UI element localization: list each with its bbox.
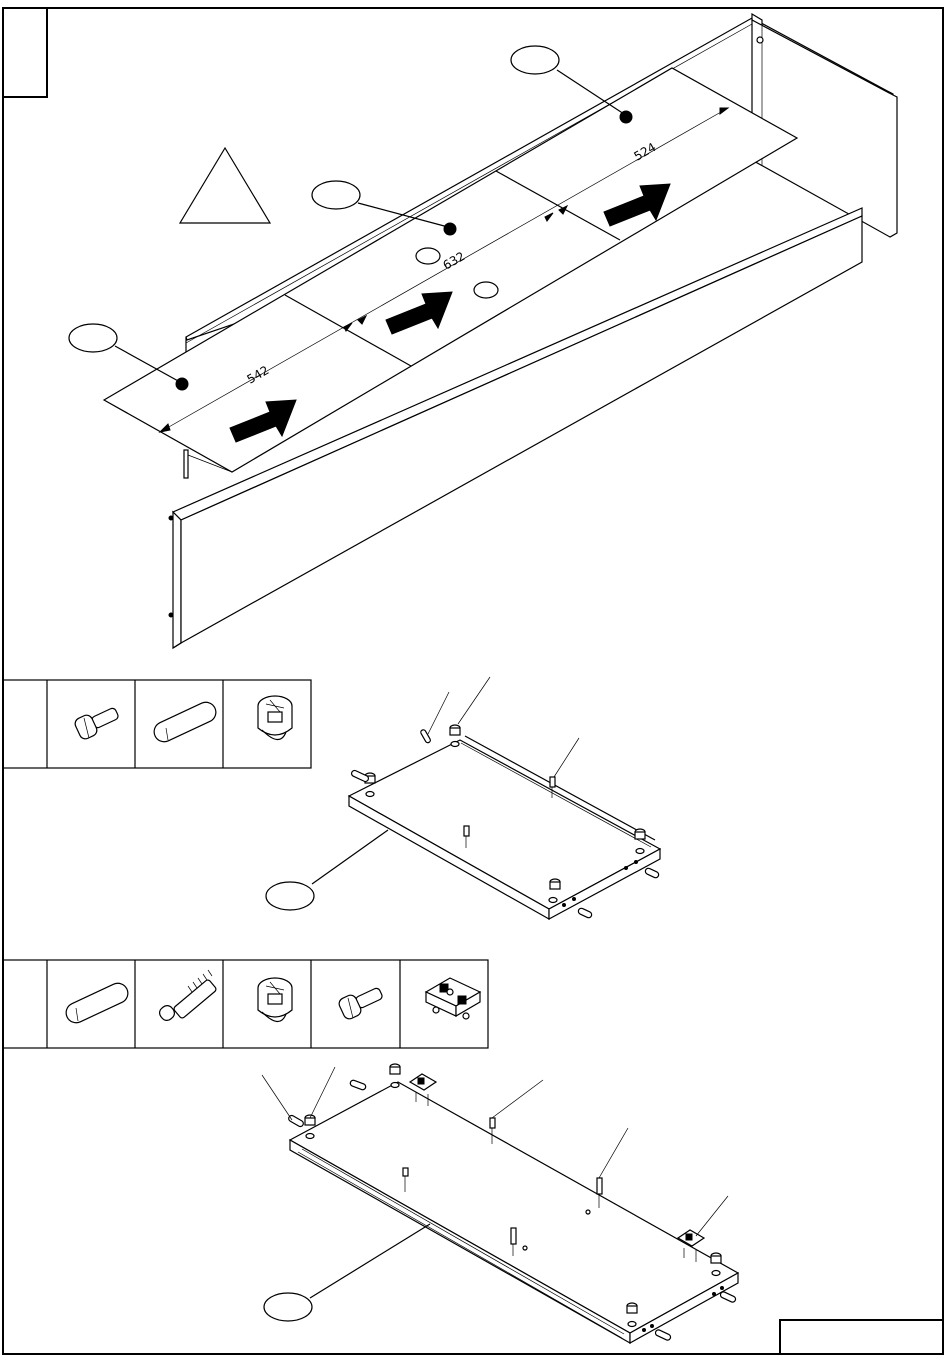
cam-lock-icon xyxy=(390,1064,400,1088)
cabinet-assembly-drawing: 542 632 524 xyxy=(69,14,897,648)
part-callout xyxy=(69,324,117,352)
cam-bolt-icon xyxy=(157,970,217,1023)
panel-drawing-2 xyxy=(262,1064,738,1343)
wooden-dowel-icon xyxy=(288,1114,305,1127)
shelf-pin-icon xyxy=(73,707,119,741)
hinge-plate-icon xyxy=(426,978,480,1019)
wooden-dowel-icon xyxy=(151,699,219,745)
hardware-row-2 xyxy=(3,960,488,1048)
wooden-dowel-icon xyxy=(351,769,370,782)
wooden-dowel-icon xyxy=(654,1329,671,1341)
wooden-dowel-icon xyxy=(719,1291,736,1303)
warning-triangle-icon xyxy=(180,148,270,223)
part-callout xyxy=(312,181,360,209)
cam-lock-icon xyxy=(258,696,292,740)
wooden-dowel-icon xyxy=(577,907,592,918)
wooden-dowel-icon xyxy=(63,980,131,1026)
cam-lock-icon xyxy=(450,725,460,747)
step-number-box xyxy=(3,8,47,97)
panel-drawing-1 xyxy=(266,677,660,919)
footer-box xyxy=(780,1320,943,1354)
shelf-pin-icon xyxy=(337,987,383,1021)
part-callout xyxy=(511,46,559,74)
part-callout xyxy=(266,882,314,910)
part-callout xyxy=(264,1293,312,1321)
cam-lock-icon xyxy=(258,978,292,1022)
wooden-dowel-icon xyxy=(349,1079,366,1090)
hardware-row-1 xyxy=(3,680,311,768)
wooden-dowel-icon xyxy=(644,867,659,878)
